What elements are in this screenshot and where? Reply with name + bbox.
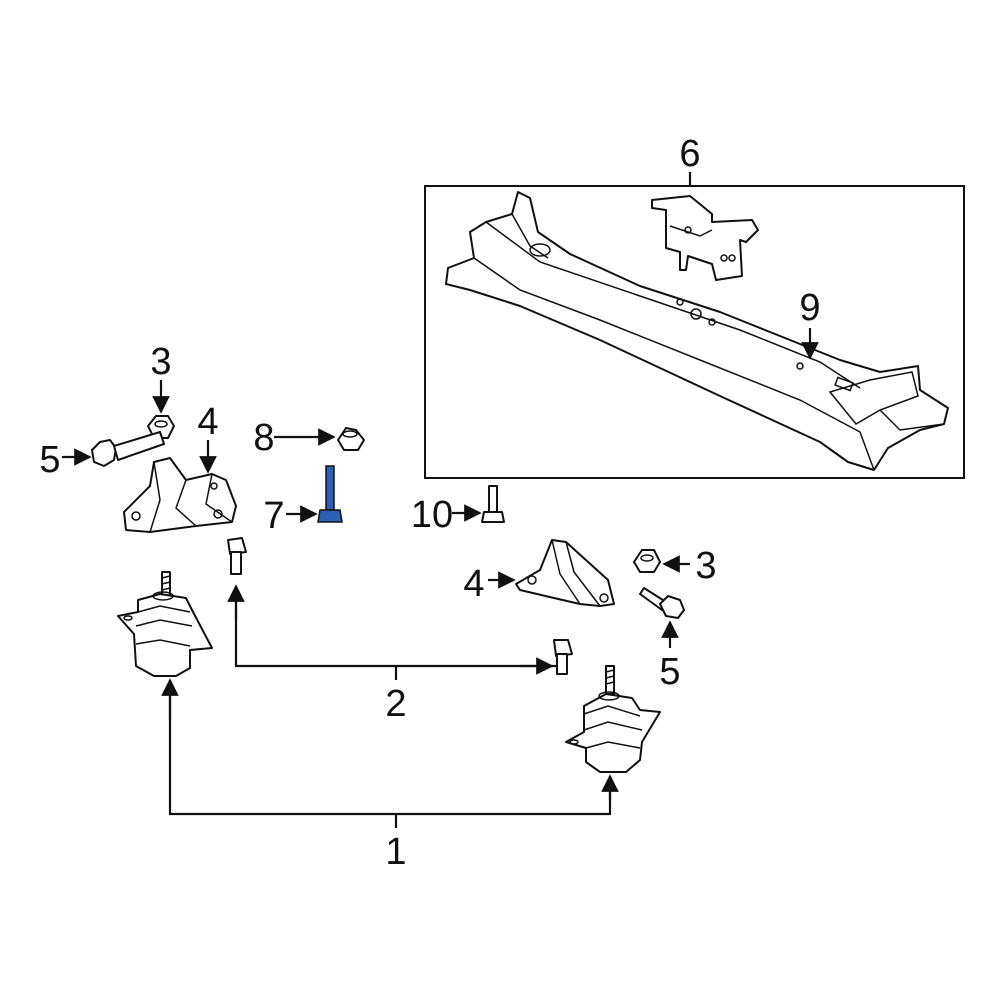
bolt-right — [639, 587, 685, 619]
callout-7: 7 — [263, 495, 284, 537]
leader-2 — [234, 590, 556, 668]
stud-bolt-left — [227, 537, 247, 575]
bracket-right — [515, 539, 615, 607]
crossmember-box — [424, 185, 965, 479]
crossmember-assembly-group: 6 9 — [424, 133, 965, 479]
callout-4-left: 4 — [197, 401, 218, 443]
engine-mount-right — [565, 665, 661, 773]
nut-8 — [337, 427, 365, 451]
bolt-left — [91, 431, 165, 467]
callout-10: 10 — [411, 494, 453, 536]
stud-bolt-right — [553, 639, 573, 675]
callout-9: 9 — [799, 287, 820, 329]
callout-5-left: 5 — [39, 439, 60, 481]
crossmember-bracket — [651, 195, 759, 281]
bracket-left — [123, 457, 237, 533]
callout-5-right: 5 — [659, 651, 680, 693]
callout-3-right: 3 — [695, 545, 716, 587]
nut-lower-right — [633, 549, 661, 573]
highlighted-bolt — [317, 465, 343, 523]
callout-4-right: 4 — [463, 563, 484, 605]
callout-8: 8 — [253, 417, 274, 459]
callout-2: 2 — [385, 683, 406, 725]
callout-6: 6 — [679, 133, 700, 175]
callout-1: 1 — [385, 831, 406, 873]
engine-mount-left — [117, 571, 213, 677]
nut-upper-left — [147, 415, 175, 439]
crossmember — [445, 191, 949, 471]
stud-10 — [481, 485, 505, 523]
callout-3-left: 3 — [150, 341, 171, 383]
